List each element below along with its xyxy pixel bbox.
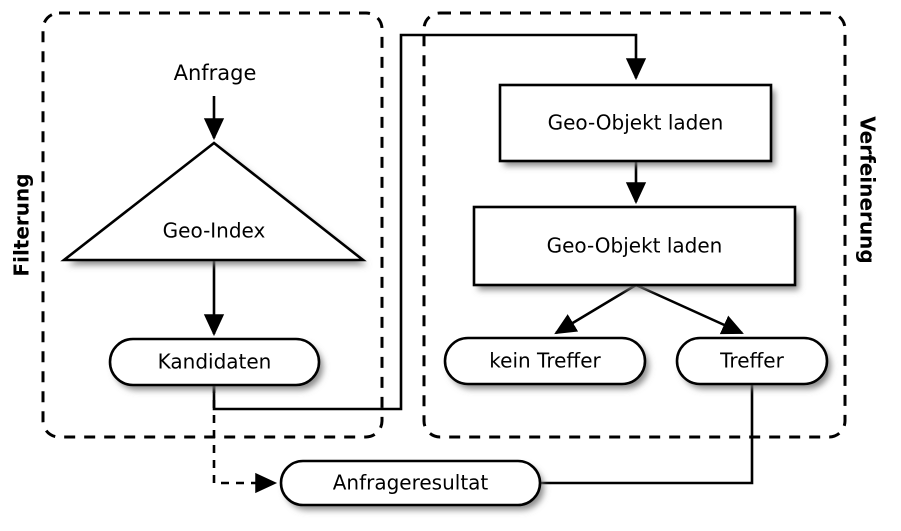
node-geo-objekt-laden-1-shape	[498, 83, 773, 163]
node-kandidaten-shape	[108, 337, 321, 387]
group-verfeinerung: Verfeinerung	[422, 11, 880, 439]
node-anfrageresultat-shape	[279, 459, 542, 507]
node-anfrage-label: Anfrage	[174, 61, 257, 85]
group-verfeinerung-label: Verfeinerung	[856, 116, 880, 263]
edge-kandidaten-to-anfrageresultat	[212, 385, 278, 494]
edge-geo-objekt-laden-2-to-kein-treffer	[554, 283, 637, 335]
node-treffer: Treffer	[675, 336, 829, 386]
node-geo-objekt-laden-2: Geo-Objekt laden	[472, 205, 797, 287]
node-geo-objekt-laden-1-label: Geo-Objekt laden	[548, 111, 724, 135]
node-treffer-shape	[675, 336, 829, 386]
group-filterung-border	[41, 11, 384, 439]
node-treffer-label: Treffer	[719, 349, 784, 373]
node-kein-treffer-shape	[443, 336, 647, 386]
node-geo-index: Geo-Index	[60, 141, 367, 262]
group-verfeinerung-border	[422, 11, 847, 439]
edge-geo-objekt-laden-2-to-treffer	[635, 283, 744, 335]
node-kandidaten: Kandidaten	[108, 337, 321, 387]
node-anfrageresultat-label: Anfrageresultat	[333, 471, 489, 495]
node-kein-treffer-label: kein Treffer	[489, 349, 601, 373]
node-geo-index-shape	[60, 141, 367, 262]
node-geo-index-label: Geo-Index	[163, 219, 266, 243]
node-geo-objekt-laden-2-label: Geo-Objekt laden	[547, 234, 723, 258]
group-filterung: Filterung	[10, 11, 384, 439]
node-kein-treffer: kein Treffer	[443, 336, 647, 386]
node-anfrage: Anfrage	[174, 61, 257, 85]
node-geo-objekt-laden-2-shape	[472, 205, 797, 287]
node-kandidaten-label: Kandidaten	[158, 350, 272, 374]
node-anfrageresultat: Anfrageresultat	[279, 459, 542, 507]
edge-treffer-to-anfrageresultat	[540, 383, 754, 485]
group-filterung-label: Filterung	[10, 173, 34, 276]
node-geo-objekt-laden-1: Geo-Objekt laden	[498, 83, 773, 163]
